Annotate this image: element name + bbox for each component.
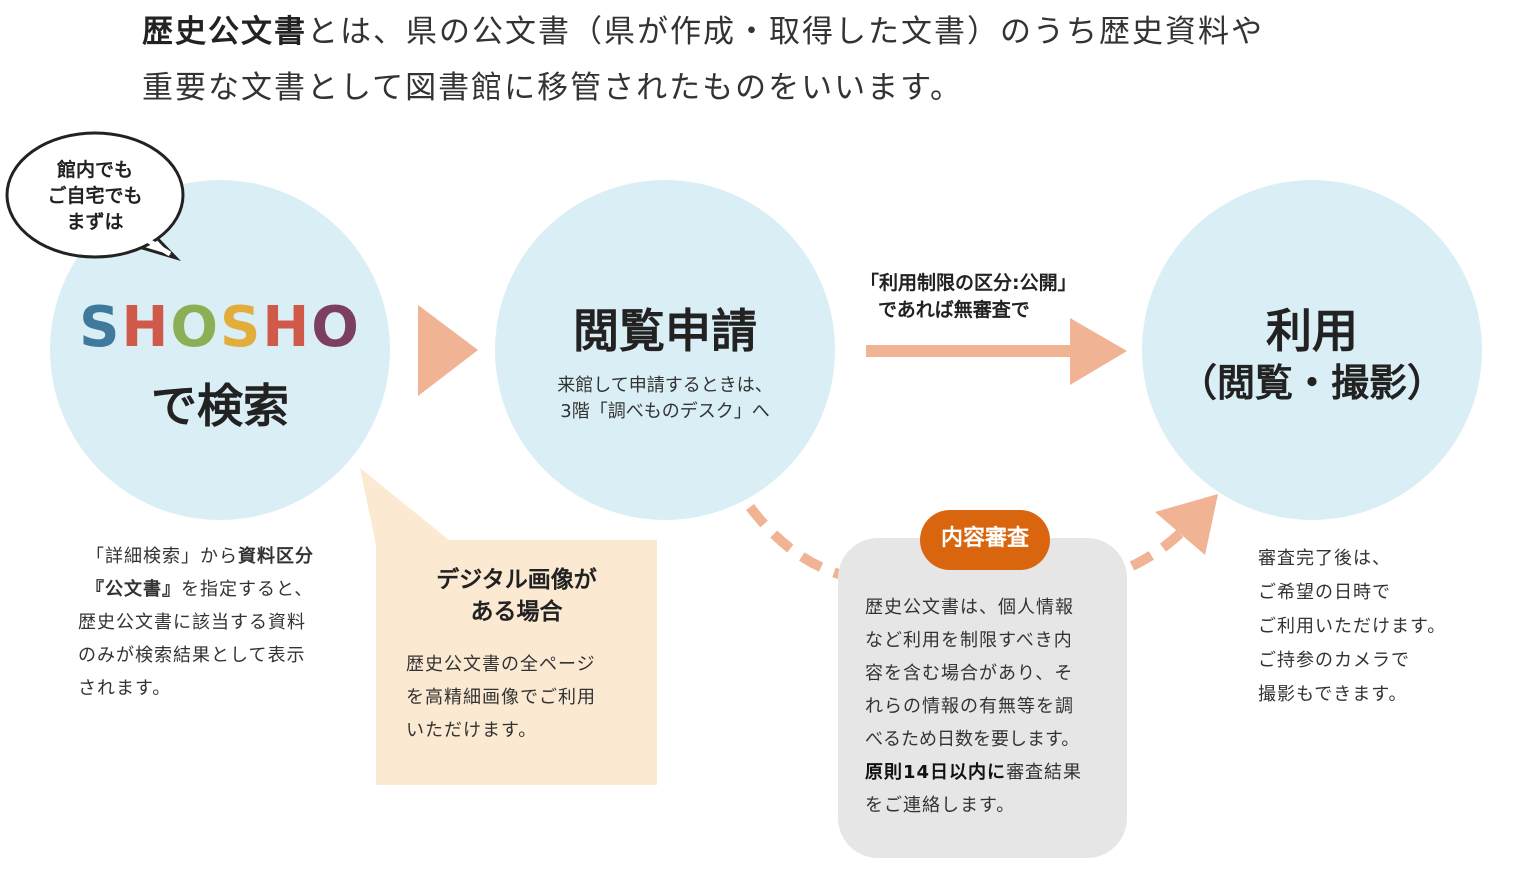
review-text: をご連絡します。 bbox=[865, 795, 1016, 816]
arrow-label: 「利用制限の区分:公開」 であれば無審査で bbox=[860, 270, 1077, 324]
review-badge: 内容審査 bbox=[920, 510, 1050, 570]
digital-text: を高精細画像でご利用 bbox=[406, 687, 596, 708]
dashed-arrow-head-icon bbox=[1155, 494, 1218, 555]
logo-letter: S bbox=[79, 295, 122, 360]
intro-line2: 重要な文書として図書館に移管されたものをいいます。 bbox=[142, 70, 963, 106]
note-text: 歴史公文書に該当する資料 bbox=[78, 612, 306, 633]
intro-line1: とは、県の公文書（県が作成・取得した文書）のうち歴史資料や bbox=[307, 14, 1264, 50]
review-text: など利用を制限すべき内 bbox=[865, 630, 1073, 651]
step-search-title: で検索 bbox=[151, 379, 289, 433]
logo-letter: H bbox=[121, 295, 171, 360]
logo-letter: O bbox=[311, 295, 361, 360]
note-bold: 『公文書』 bbox=[86, 579, 181, 600]
use-text: ご希望の日時で bbox=[1258, 582, 1391, 603]
search-note: 「詳細検索」から資料区分 『公文書』を指定すると、 歴史公文書に該当する資料 の… bbox=[78, 540, 314, 705]
review-text: 審査結果 bbox=[1006, 762, 1083, 783]
digital-pointer bbox=[360, 468, 455, 545]
note-text: されます。 bbox=[78, 678, 172, 699]
dashed-connector-to-use bbox=[1129, 524, 1189, 571]
logo-letter: H bbox=[262, 295, 312, 360]
logo-letter: O bbox=[170, 295, 220, 360]
step-request: 閲覧申請 来館して申請するときは、 3階「調べものデスク」へ bbox=[495, 180, 835, 520]
note-bold: 資料区分 bbox=[238, 546, 314, 567]
step-use-title: 利用 bbox=[1266, 304, 1358, 358]
arrow-shaft bbox=[866, 345, 1072, 357]
review-bold: 原則14日以内に bbox=[865, 762, 1007, 783]
bubble-line: ご自宅でも bbox=[47, 185, 143, 207]
step-request-title: 閲覧申請 bbox=[573, 304, 757, 358]
step-request-sub: 3階「調べものデスク」へ bbox=[560, 401, 770, 422]
use-text: 撮影もできます。 bbox=[1258, 684, 1408, 705]
step-request-sub: 来館して申請するときは、 bbox=[557, 375, 773, 396]
shosho-logo: SHOSHO bbox=[50, 295, 390, 360]
dashed-connector-to-review bbox=[746, 503, 844, 580]
review-text: べるため日数を要します。 bbox=[865, 729, 1080, 750]
arrow-label-line: 「利用制限の区分:公開」 bbox=[860, 272, 1077, 294]
speech-bubble bbox=[5, 131, 185, 262]
review-box: 歴史公文書は、個人情報 など利用を制限すべき内 容を含む場合があり、そ れらの情… bbox=[838, 538, 1127, 858]
bubble-line: まずは bbox=[66, 211, 124, 233]
use-text: ご持参のカメラで bbox=[1258, 650, 1410, 671]
bubble-line: 館内でも bbox=[56, 159, 133, 181]
arrow-head-icon bbox=[1070, 318, 1127, 385]
digital-text: いただけます。 bbox=[406, 720, 538, 741]
arrow-right-icon bbox=[418, 305, 478, 396]
step-use-sub: （閲覧・撮影） bbox=[1178, 361, 1445, 405]
review-text: 容を含む場合があり、そ bbox=[865, 663, 1074, 684]
logo-letter: S bbox=[220, 295, 263, 360]
digital-image-box: デジタル画像が ある場合 歴史公文書の全ページ を高精細画像でご利用 いただけま… bbox=[376, 540, 657, 785]
use-text: 審査完了後は、 bbox=[1258, 548, 1391, 569]
intro-text: 歴史公文書とは、県の公文書（県が作成・取得した文書）のうち歴史資料や 重要な文書… bbox=[142, 4, 1264, 116]
note-text: 「詳細検索」から bbox=[86, 546, 238, 567]
review-text: れらの情報の有無等を調 bbox=[865, 696, 1074, 717]
intro-term: 歴史公文書 bbox=[142, 14, 307, 50]
use-text: ご利用いただけます。 bbox=[1258, 616, 1447, 637]
digital-text: 歴史公文書の全ページ bbox=[406, 654, 596, 675]
note-text: のみが検索結果として表示 bbox=[78, 645, 306, 666]
step-use: 利用 （閲覧・撮影） bbox=[1142, 180, 1482, 520]
arrow-label-line: であれば無審査で bbox=[878, 299, 1030, 321]
digital-title: デジタル画像が bbox=[436, 567, 597, 593]
review-text: 歴史公文書は、個人情報 bbox=[865, 597, 1074, 618]
use-note: 審査完了後は、 ご希望の日時で ご利用いただけます。 ご持参のカメラで 撮影もで… bbox=[1258, 542, 1446, 712]
digital-title: ある場合 bbox=[470, 599, 563, 625]
note-text: を指定すると、 bbox=[181, 579, 314, 600]
